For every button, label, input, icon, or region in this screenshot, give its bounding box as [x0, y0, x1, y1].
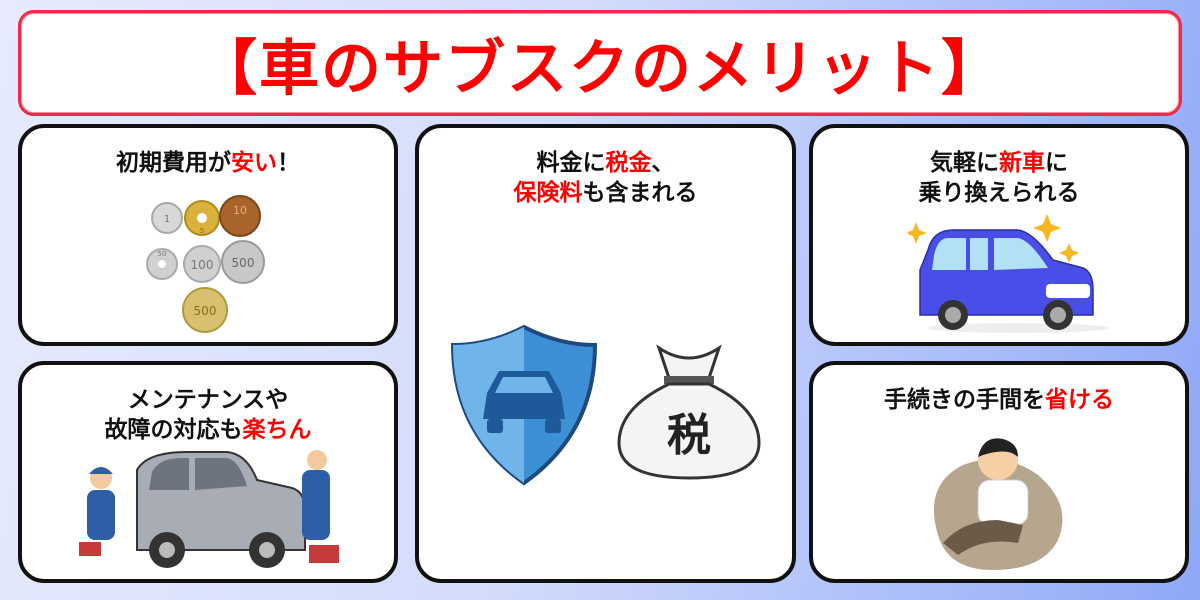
card-initial-cost: 初期費用が安い！ 1 5 10 50 100 500 500	[18, 124, 398, 346]
coin-label: 1	[164, 214, 170, 225]
heading-line: 料金に税金、	[419, 148, 792, 178]
heading-line: 気軽に新車に	[813, 148, 1185, 178]
card-new-car: 気軽に新車に乗り換えられる	[809, 124, 1189, 346]
relaxing-man-beanbag-illustration	[933, 438, 1063, 570]
coin-label: 500	[194, 304, 217, 318]
card-maintenance: メンテナンスや故障の対応も楽ちん	[18, 361, 398, 583]
card-heading: 初期費用が安い！	[22, 148, 394, 178]
card-tax-insurance: 料金に税金、保険料も含まれる 税	[415, 124, 796, 583]
heading-text: メンテナンスや	[127, 387, 289, 413]
heading-line: 手続きの手間を省ける	[813, 385, 1185, 415]
coin-label: 10	[233, 204, 247, 217]
heading-text: 、	[651, 150, 675, 176]
highlight-text: 保険料	[513, 180, 583, 206]
card-heading: メンテナンスや故障の対応も楽ちん	[22, 385, 394, 445]
coin-label: 5	[200, 227, 204, 235]
car-shield-illustration	[450, 324, 598, 486]
heading-text: ！	[277, 150, 300, 176]
heading-text: に	[1045, 150, 1068, 176]
heading-line: メンテナンスや	[22, 385, 394, 415]
card-heading: 気軽に新車に乗り換えられる	[813, 148, 1185, 208]
coin-label: 100	[191, 258, 214, 272]
tax-label: 税	[667, 410, 711, 461]
coin-label: 50	[158, 250, 167, 258]
heading-line: 故障の対応も楽ちん	[22, 415, 394, 445]
highlight-text: 新車	[999, 150, 1045, 176]
highlight-text: 安い	[231, 150, 277, 176]
heading-text: 気軽に	[930, 150, 999, 176]
heading-line: 保険料も含まれる	[419, 178, 792, 208]
heading-text: 手続きの手間を	[884, 387, 1045, 413]
highlight-text: 税金	[605, 150, 652, 176]
heading-line: 乗り換えられる	[813, 178, 1185, 208]
heading-text: 乗り換えられる	[918, 180, 1080, 206]
page-title: 【車のサブスクのメリット】	[197, 33, 1003, 104]
title-banner: 【車のサブスクのメリット】	[18, 10, 1182, 116]
heading-line: 初期費用が安い！	[22, 148, 394, 178]
heading-text: 料金に	[536, 150, 606, 176]
mechanics-repairing-car-illustration	[79, 450, 339, 568]
coin-label: 500	[232, 256, 255, 270]
shiny-new-car-illustration	[908, 214, 1108, 333]
heading-text: 初期費用が	[116, 150, 231, 176]
card-heading: 料金に税金、保険料も含まれる	[419, 148, 792, 208]
heading-text: 故障の対応も	[104, 417, 243, 443]
card-heading: 手続きの手間を省ける	[813, 385, 1185, 415]
highlight-text: 楽ちん	[242, 417, 312, 443]
coins-illustration: 1 5 10 50 100 500 500	[146, 195, 265, 333]
card-paperwork: 手続きの手間を省ける	[809, 361, 1189, 583]
highlight-text: 省ける	[1045, 387, 1114, 413]
heading-text: も含まれる	[582, 180, 698, 206]
tax-bag-illustration: 税	[617, 344, 761, 480]
